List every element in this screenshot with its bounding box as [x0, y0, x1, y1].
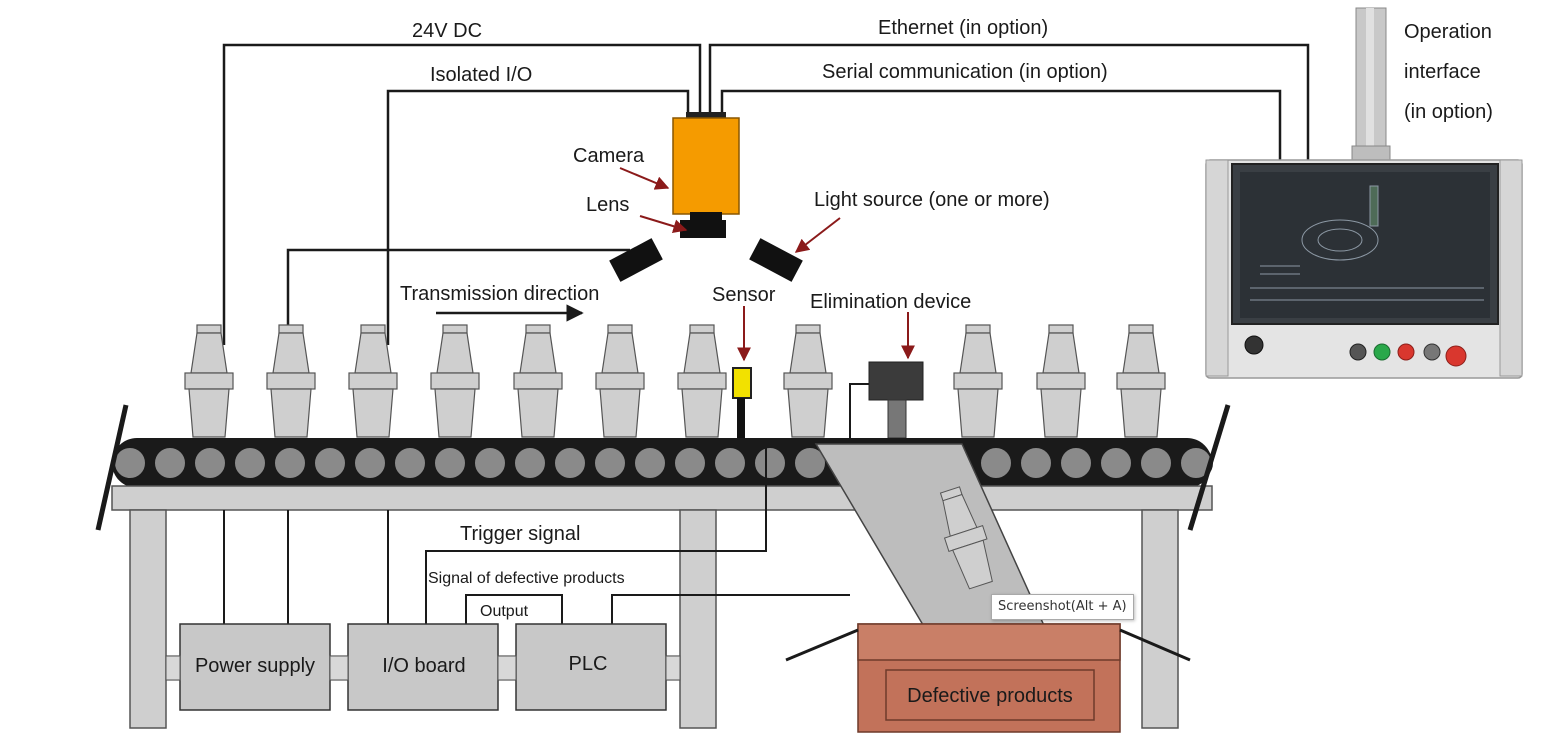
connectors — [165, 655, 681, 681]
bottle — [783, 324, 833, 438]
label-24v-dc: 24V DC — [412, 20, 482, 42]
bottles — [184, 324, 1166, 438]
elimination-device — [849, 361, 924, 440]
label-operation-interface-1: Operation — [1404, 21, 1492, 43]
label-light-source: Light source (one or more) — [814, 189, 1050, 211]
light-source-right — [749, 238, 803, 282]
defective-products-box — [785, 623, 1191, 733]
labels: 24V DC Isolated I/O Ethernet (in option)… — [195, 17, 1493, 707]
label-transmission-direction: Transmission direction — [400, 283, 599, 305]
label-operation-interface-2: interface — [1404, 61, 1481, 83]
bottle — [266, 324, 316, 438]
bottle — [953, 324, 1003, 438]
lens — [680, 212, 726, 238]
label-ethernet: Ethernet (in option) — [878, 17, 1048, 39]
label-camera: Camera — [573, 145, 645, 167]
io-board-box — [347, 623, 499, 711]
bottle — [1036, 324, 1086, 438]
label-plc: PLC — [569, 653, 608, 675]
label-io-board: I/O board — [382, 655, 465, 677]
camera — [672, 112, 740, 215]
bottle — [513, 324, 563, 438]
label-arrows — [619, 167, 915, 362]
label-elimination-device: Elimination device — [810, 291, 971, 313]
label-operation-interface-3: (in option) — [1404, 101, 1493, 123]
control-wiring — [223, 438, 850, 625]
bottle — [348, 324, 398, 438]
bottle — [1116, 324, 1166, 438]
sensor — [732, 367, 752, 438]
rollers — [113, 446, 1213, 480]
label-lens: Lens — [586, 194, 629, 216]
plc-box — [515, 623, 667, 711]
bottle — [430, 324, 480, 438]
label-defective-products: Defective products — [907, 685, 1073, 707]
bottle — [677, 324, 727, 438]
label-defective-signal: Signal of defective products — [428, 570, 625, 587]
bottle — [184, 324, 234, 438]
label-sensor: Sensor — [712, 284, 776, 306]
table-legs — [129, 509, 1179, 729]
operation-interface-panel — [1205, 7, 1523, 379]
screenshot-tooltip: Screenshot(Alt + A) — [991, 594, 1134, 620]
light-source-left — [609, 238, 663, 282]
label-isolated-io: Isolated I/O — [430, 64, 532, 86]
reject-chute — [814, 443, 1048, 631]
hmi-screen-content — [1250, 185, 1484, 301]
power-supply-box — [179, 623, 331, 711]
label-trigger-signal: Trigger signal — [460, 523, 580, 545]
label-serial-communication: Serial communication (in option) — [822, 61, 1108, 83]
label-output: Output — [480, 603, 529, 620]
label-power-supply: Power supply — [195, 655, 315, 677]
bottle — [595, 324, 645, 438]
